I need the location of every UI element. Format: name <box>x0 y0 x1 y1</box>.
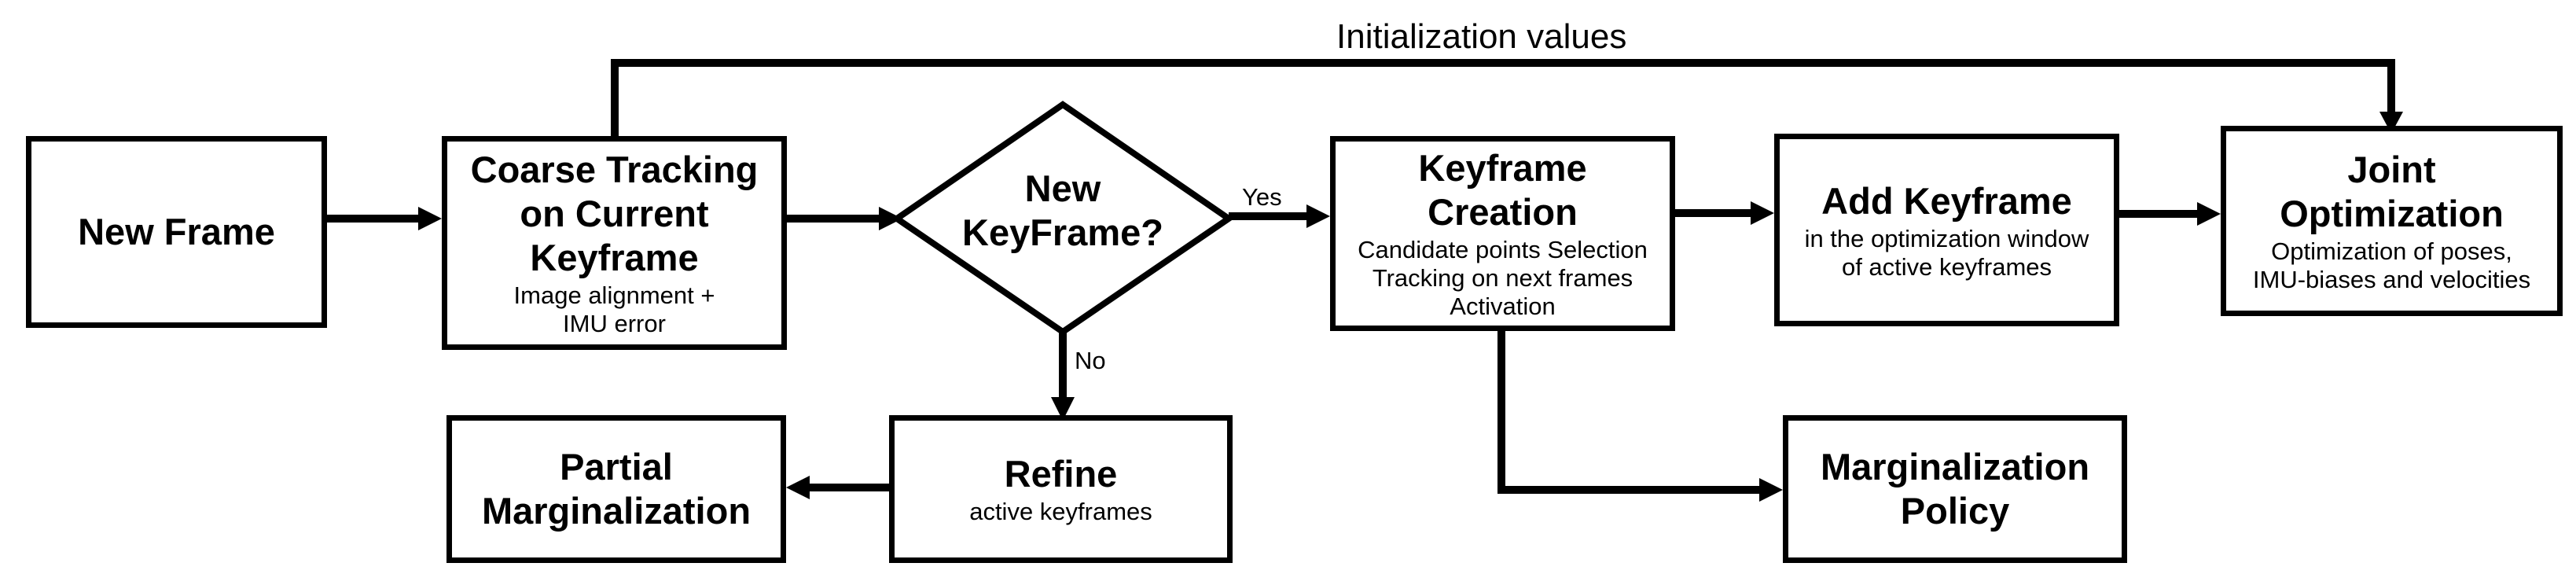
node-new-frame: New Frame <box>26 136 327 328</box>
node-coarse-tracking-subtitle: Image alignment + IMU error <box>513 281 715 337</box>
edge-label-initialization-values: Initialization values <box>1336 17 1627 56</box>
arrowhead-to-coarse <box>418 207 442 230</box>
edge-label-no: No <box>1075 347 1106 374</box>
node-keyframe-creation-title: Keyframe Creation <box>1418 147 1587 233</box>
node-add-keyframe: Add Keyframe in the optimization window … <box>1774 134 2119 326</box>
node-coarse-tracking-title: Coarse Tracking on Current Keyframe <box>470 149 759 278</box>
decision-diamond <box>891 101 1235 336</box>
node-joint-optimization-title: Joint Optimization <box>2280 149 2504 234</box>
node-marginalization-policy-title: Marginalization Policy <box>1820 446 2090 532</box>
node-refine: Refine active keyframes <box>889 415 1233 563</box>
node-partial-marginalization-title: Partial Marginalization <box>481 446 751 532</box>
arrowhead-to-creation <box>1306 204 1330 228</box>
edge-label-yes: Yes <box>1242 183 1282 211</box>
arrowhead-to-refine <box>1051 397 1075 421</box>
arrowhead-to-partial <box>786 476 810 499</box>
arrowhead-to-addkeyframe <box>1751 201 1774 225</box>
node-partial-marginalization: Partial Marginalization <box>446 415 786 563</box>
arrowhead-to-joint <box>2197 202 2221 226</box>
arrowhead-to-policy <box>1759 478 1783 502</box>
node-add-keyframe-title: Add Keyframe <box>1821 179 2072 222</box>
node-joint-optimization-subtitle: Optimization of poses, IMU-biases and ve… <box>2252 237 2531 293</box>
edge-initialization-values <box>611 59 2395 136</box>
node-joint-optimization: Joint Optimization Optimization of poses… <box>2221 126 2563 316</box>
node-keyframe-creation: Keyframe Creation Candidate points Selec… <box>1330 136 1675 331</box>
arrowhead-to-decision <box>879 207 902 230</box>
node-refine-subtitle: active keyframes <box>969 498 1152 525</box>
edge-creation-to-policy <box>1497 329 1759 494</box>
node-add-keyframe-subtitle: in the optimization window of active key… <box>1804 224 2089 281</box>
arrowhead-to-joint-top <box>2379 112 2403 134</box>
node-marginalization-policy: Marginalization Policy <box>1783 415 2127 563</box>
node-coarse-tracking: Coarse Tracking on Current Keyframe Imag… <box>442 136 787 350</box>
node-keyframe-creation-subtitle: Candidate points Selection Tracking on n… <box>1358 236 1648 320</box>
node-refine-title: Refine <box>1004 453 1118 495</box>
decision-new-keyframe-label: New KeyFrame? <box>962 167 1163 253</box>
node-new-frame-title: New Frame <box>78 211 275 252</box>
